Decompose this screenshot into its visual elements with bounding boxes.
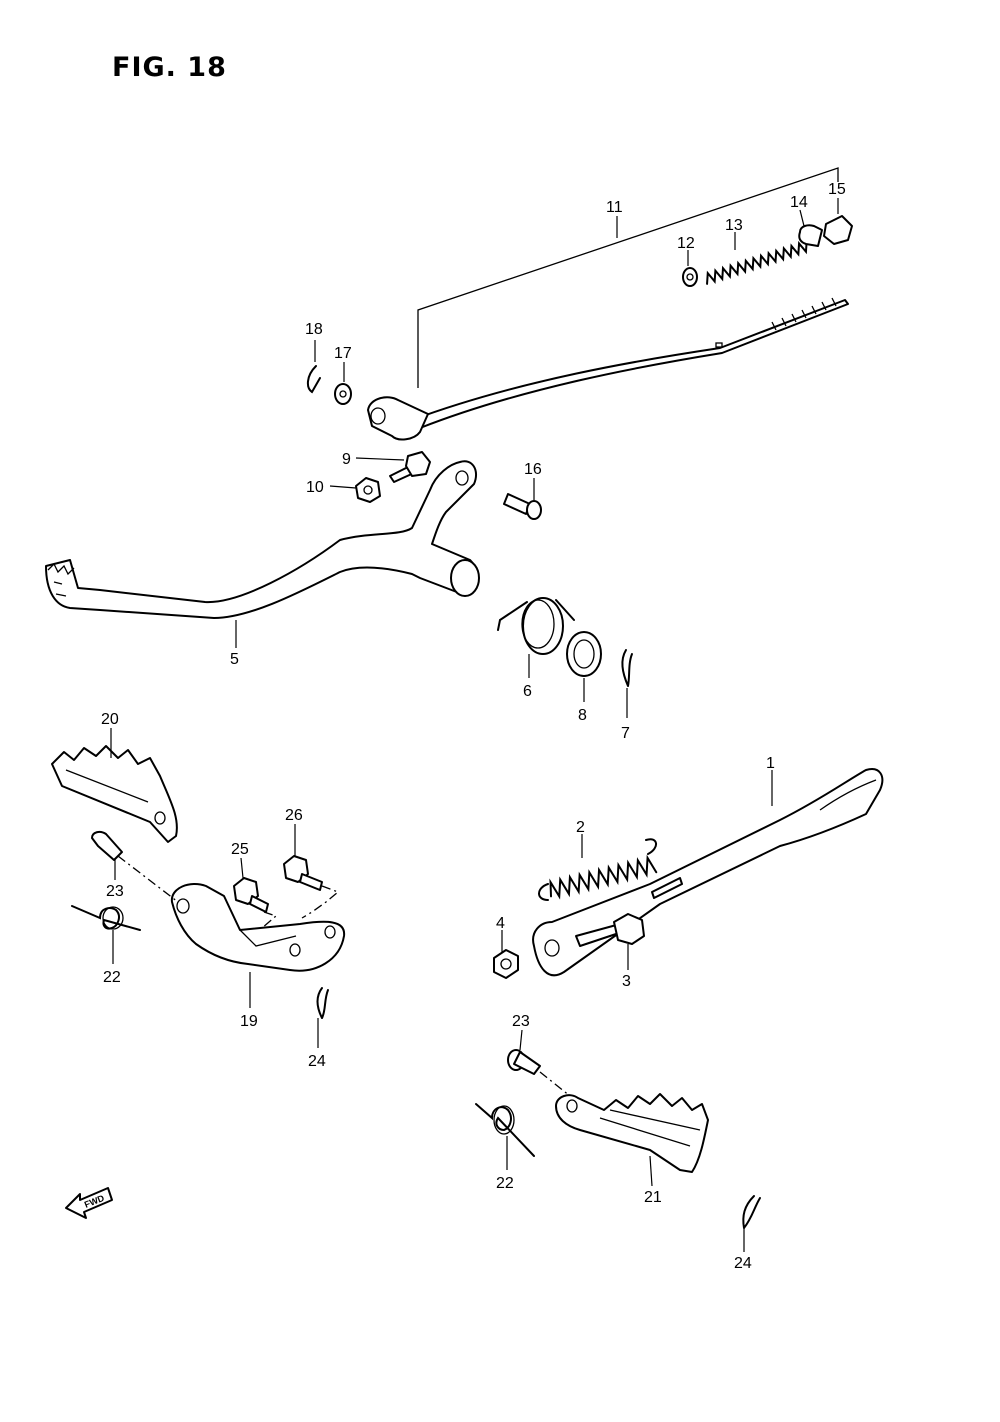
leader-14 bbox=[799, 209, 805, 227]
leader-10 bbox=[329, 485, 357, 489]
footrest-20 bbox=[51, 728, 178, 843]
clip-18 bbox=[306, 365, 321, 394]
callout-24-right: 24 bbox=[734, 1255, 752, 1272]
callout-19: 19 bbox=[240, 1013, 258, 1030]
callout-21: 21 bbox=[644, 1189, 662, 1206]
callout-10: 10 bbox=[306, 479, 324, 496]
leader-25 bbox=[240, 857, 244, 879]
clip-pin-group bbox=[306, 340, 352, 405]
clevis-pin-23-left bbox=[91, 830, 179, 903]
bolt-26 bbox=[283, 824, 323, 891]
callout-8: 8 bbox=[578, 707, 587, 724]
brake-rod-thread bbox=[771, 297, 837, 331]
cotter-pin-24-left bbox=[316, 987, 329, 1048]
bolt-25-centerline bbox=[261, 911, 278, 929]
rod-slot bbox=[715, 342, 723, 348]
torsion-spring-22-right bbox=[475, 1103, 535, 1170]
forward-arrow-icon: FWD bbox=[65, 1187, 113, 1219]
bolt-3 bbox=[575, 913, 645, 970]
clevis-pin-23-right bbox=[507, 1029, 571, 1097]
callout-22-right: 22 bbox=[496, 1175, 514, 1192]
pedal-hole bbox=[455, 470, 469, 486]
bolt-25 bbox=[233, 857, 269, 913]
leader-9 bbox=[355, 457, 405, 461]
callout-17: 17 bbox=[334, 345, 352, 362]
callout-13: 13 bbox=[725, 217, 743, 234]
clevis-pin-16 bbox=[503, 478, 542, 520]
callout-12: 12 bbox=[677, 235, 695, 252]
callout-labels: 1 2 3 4 5 6 7 8 9 10 11 12 13 14 15 16 1… bbox=[101, 181, 846, 1272]
pin-14 bbox=[798, 224, 823, 247]
callout-25: 25 bbox=[231, 841, 249, 858]
bolt-nut-group bbox=[329, 451, 431, 503]
pedal-pivot-boss bbox=[450, 559, 480, 597]
callout-11: 11 bbox=[606, 199, 623, 216]
cotter-pin-24-right bbox=[742, 1195, 761, 1252]
callout-6: 6 bbox=[523, 683, 532, 700]
nut-10 bbox=[355, 477, 381, 503]
callout-15: 15 bbox=[828, 181, 846, 198]
callout-1: 1 bbox=[766, 755, 775, 772]
bolt-26-centerline bbox=[301, 885, 340, 919]
callout-2: 2 bbox=[576, 819, 585, 836]
footrest-bracket-19 bbox=[170, 883, 346, 1008]
figure-title: FIG. 18 bbox=[112, 52, 227, 83]
callout-5: 5 bbox=[230, 651, 239, 668]
callout-18: 18 bbox=[305, 321, 323, 338]
washer-12 bbox=[682, 267, 698, 287]
bolt-9-head bbox=[405, 451, 431, 477]
brake-rod-assembly bbox=[367, 167, 853, 441]
cotter-pin-7 bbox=[621, 649, 633, 718]
nut-4 bbox=[493, 930, 519, 979]
callout-14: 14 bbox=[790, 194, 808, 211]
callout-23-right: 23 bbox=[512, 1013, 530, 1030]
pedal-return-spring-6 bbox=[497, 597, 575, 678]
callout-16: 16 bbox=[524, 461, 542, 478]
assembly-bracket-line bbox=[417, 167, 839, 388]
clevis-hole bbox=[370, 407, 386, 425]
rod-clevis bbox=[367, 396, 429, 441]
spring-13 bbox=[706, 239, 808, 285]
brake-pedal-arm bbox=[45, 460, 478, 619]
callout-26: 26 bbox=[285, 807, 303, 824]
stand-spring-2 bbox=[538, 834, 658, 901]
pedal-tread bbox=[47, 562, 75, 597]
callout-22-left: 22 bbox=[103, 969, 121, 986]
leader-21 bbox=[649, 1155, 653, 1187]
callout-24-left: 24 bbox=[308, 1053, 326, 1070]
callout-7: 7 bbox=[621, 725, 630, 742]
brake-rod bbox=[411, 299, 849, 429]
leader-23-right bbox=[519, 1029, 523, 1051]
footrest-21 bbox=[555, 1093, 709, 1187]
washer-8 bbox=[566, 631, 602, 702]
washer-17 bbox=[334, 383, 352, 405]
torsion-spring-22-left bbox=[71, 905, 141, 964]
callout-9: 9 bbox=[342, 451, 351, 468]
callout-23-left: 23 bbox=[106, 883, 124, 900]
brake-pedal-5 bbox=[45, 460, 480, 648]
callout-3: 3 bbox=[622, 973, 631, 990]
callout-20: 20 bbox=[101, 711, 119, 728]
callout-4: 4 bbox=[496, 915, 505, 932]
nut-15 bbox=[823, 215, 853, 245]
